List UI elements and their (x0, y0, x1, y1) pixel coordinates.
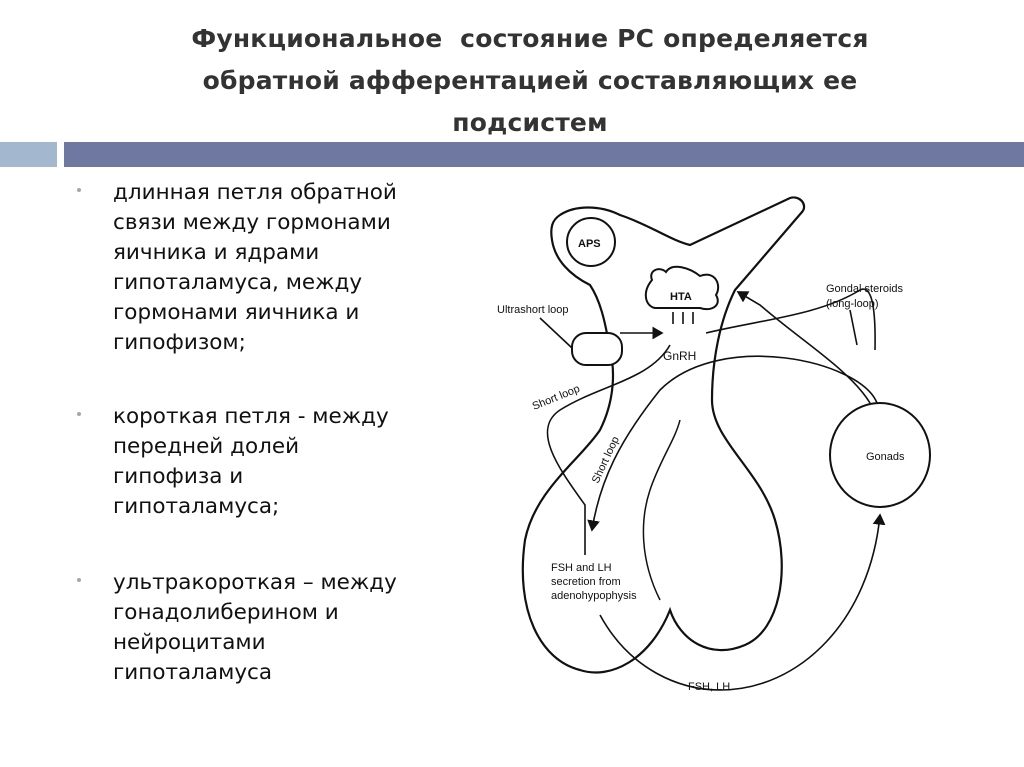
header-bar-accent (0, 142, 57, 167)
gondal-steroids-label: Gondal steroids (826, 283, 904, 295)
bullet-line: ультракороткая – между (113, 570, 397, 595)
fsh-lh-label: FSH, LH (688, 681, 730, 693)
hta-cloud (644, 265, 720, 311)
bullet-line: гипофиза и (113, 464, 244, 489)
header-bar (64, 142, 1024, 167)
title-line: обратной афферентацией составляющих ее (202, 66, 858, 95)
bullet-list: длинная петля обратной связи между гормо… (77, 178, 477, 716)
bullet-item: короткая петля - между передней долей ги… (77, 402, 477, 522)
bullet-dot (77, 188, 81, 192)
fsh-label: secretion from (551, 576, 621, 588)
ultrashort-box (571, 332, 623, 366)
bullet-line: гонадолиберином и (113, 600, 339, 625)
bullet-line: гипоталамуса, между (113, 270, 363, 295)
bullet-line: гипоталамуса (113, 660, 273, 685)
title-line: подсистем (452, 108, 608, 137)
bullet-line: короткая петля - между (113, 404, 389, 429)
bullet-line: связи между гормонами (113, 210, 391, 235)
bullet-line: яичника и ядрами (113, 240, 320, 265)
hta-label: HTA (670, 291, 692, 303)
bullet-dot (77, 412, 81, 416)
bullet-line: гипоталамуса; (113, 494, 280, 519)
bullet-line: гипофизом; (113, 330, 246, 355)
gonads-label: Gonads (866, 451, 905, 463)
bullet-line: передней долей (113, 434, 300, 459)
gonads-ellipse (829, 402, 931, 508)
bullet-item: длинная петля обратной связи между гормо… (77, 178, 477, 358)
bullet-dot (77, 578, 81, 582)
slide-title: Функциональное состояние РС определяется… (90, 18, 970, 144)
bullet-line: нейроцитами (113, 630, 266, 655)
aps-circle (566, 217, 616, 267)
fsh-label: adenohypophysis (551, 590, 637, 602)
title-line: Функциональное состояние РС определяется (191, 24, 869, 53)
ultrashort-loop-label: Ultrashort loop (497, 304, 569, 316)
long-loop-label: (long-loop) (826, 298, 879, 310)
bullet-line: гормонами яичника и (113, 300, 360, 325)
aps-label: APS (578, 238, 601, 250)
short-loop-label: Short loop (531, 383, 582, 413)
bullet-item: ультракороткая – между гонадолиберином и… (77, 568, 477, 688)
gnrh-label: GnRH (663, 349, 696, 363)
fsh-label: FSH and LH (551, 562, 612, 574)
bullet-line: длинная петля обратной (113, 180, 397, 205)
